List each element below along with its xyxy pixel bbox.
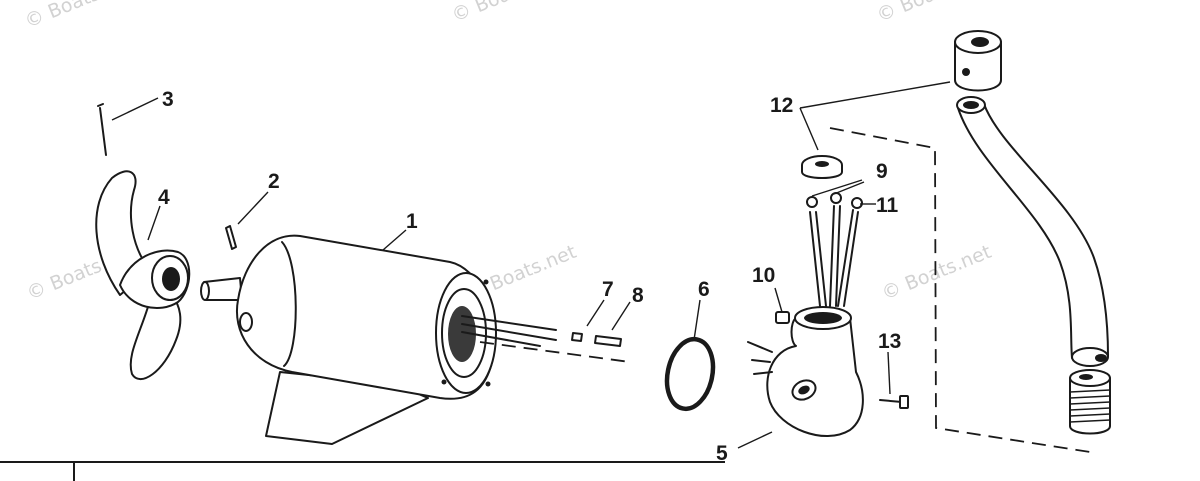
drive-pin-part bbox=[225, 225, 237, 250]
callout-3: 3 bbox=[162, 88, 174, 111]
callout-2: 2 bbox=[268, 170, 280, 193]
steering-tube-part bbox=[954, 30, 1111, 435]
callout-10: 10 bbox=[752, 264, 775, 287]
cotter-pin-part bbox=[97, 103, 107, 156]
callout-5: 5 bbox=[716, 442, 728, 465]
connector-8-part bbox=[594, 335, 622, 347]
callout-9: 9 bbox=[876, 160, 888, 183]
connector-7-part bbox=[571, 332, 583, 342]
watermark-top-mid: © Boats bbox=[449, 0, 530, 27]
callout-8: 8 bbox=[632, 284, 644, 307]
motor-housing-part bbox=[200, 234, 631, 445]
lower-housing-part bbox=[747, 306, 864, 438]
o-ring-part bbox=[664, 336, 716, 412]
watermark-top-right: © Boats bbox=[874, 0, 955, 27]
washer-part bbox=[801, 155, 843, 179]
assembly-dashed-path bbox=[829, 127, 1091, 453]
plug-part bbox=[775, 311, 790, 324]
callout-7: 7 bbox=[602, 278, 614, 301]
callout-13: 13 bbox=[878, 330, 901, 353]
callout-12: 12 bbox=[770, 94, 793, 117]
callout-11: 11 bbox=[876, 194, 899, 217]
watermark-mid-right: © Boats.net bbox=[879, 241, 995, 305]
watermark-top-left: © Boats bbox=[22, 0, 103, 33]
propeller-part bbox=[95, 170, 191, 381]
screw-part bbox=[879, 395, 909, 409]
bottom-table-border bbox=[0, 461, 725, 481]
leader-lines bbox=[111, 81, 951, 449]
callout-6: 6 bbox=[698, 278, 710, 301]
callout-1: 1 bbox=[406, 210, 418, 233]
terminal-wires-part bbox=[806, 192, 863, 307]
callout-4: 4 bbox=[158, 186, 170, 209]
